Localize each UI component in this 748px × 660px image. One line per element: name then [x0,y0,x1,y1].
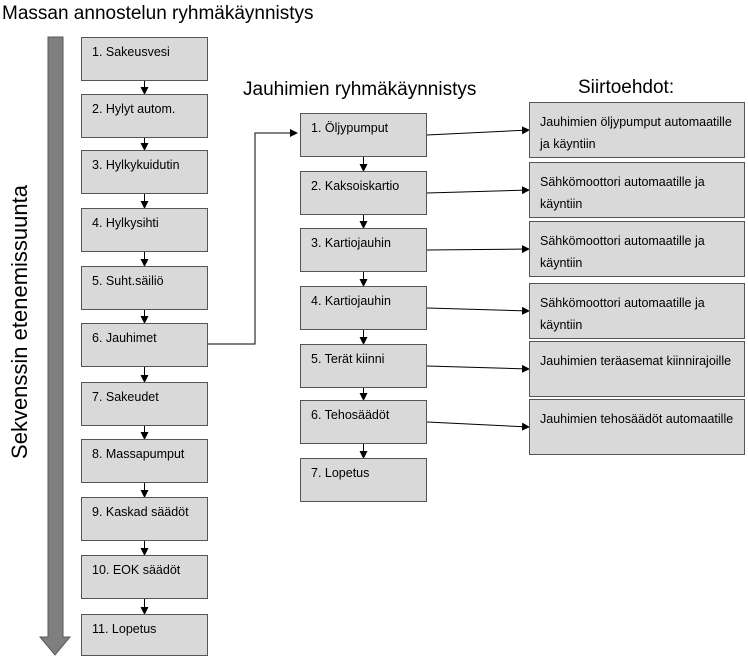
main-step-7: 7. Sakeudet [81,382,208,426]
transition-condition-5: Jauhimien teräasemat kiinnirajoille [529,341,745,397]
transition-condition-6: Jauhimien tehosäädöt automaatille [529,399,745,455]
transition-conditions-title: Siirtoehdot: [578,77,675,98]
transition-condition-1: Jauhimien öljypumput automaatille ja käy… [529,102,745,158]
transition-arrow [426,245,530,254]
main-step-11: 11. Lopetus [81,614,208,656]
transition-arrow [426,364,530,373]
diagram-title: Massan annostelun ryhmäkäynnistys [2,3,314,24]
main-step-3: 3. Hylkykuidutin [81,150,208,194]
transition-arrow [426,126,530,136]
main-step-4: 4. Hylkysihti [81,208,208,252]
main-step-5: 5. Suht.säiliö [81,266,208,310]
transition-arrow [426,306,530,315]
jauhimet-link-line [208,129,298,345]
sub-step-4: 4. Kartiojauhin [300,286,427,330]
sub-sequence-title: Jauhimien ryhmäkäynnistys [243,79,477,100]
sub-step-2: 2. Kaksoiskartio [300,171,427,215]
transition-condition-4: Sähkömoottori automaatille ja käyntiin [529,283,745,339]
sub-step-1: 1. Öljypumput [300,113,427,157]
main-step-1: 1. Sakeusvesi [81,37,208,81]
main-step-10: 10. EOK säädöt [81,555,208,599]
transition-arrow [426,421,530,431]
main-step-6: 6. Jauhimet [81,323,208,367]
main-step-8: 8. Massapumput [81,439,208,483]
sub-step-5: 5. Terät kiinni [300,344,427,388]
sequence-direction-arrow [38,36,72,656]
transition-condition-3: Sähkömoottori automaatille ja käyntiin [529,221,745,277]
sub-step-3: 3. Kartiojauhin [300,228,427,272]
main-step-9: 9. Kaskad säädöt [81,497,208,541]
transition-condition-2: Sähkömoottori automaatille ja käyntiin [529,162,745,218]
transition-arrow [426,186,530,195]
sub-step-6: 6. Tehosäädöt [300,400,427,444]
transition-arrows [426,126,530,431]
sub-step-7: 7. Lopetus [300,458,427,502]
main-step-2: 2. Hylyt autom. [81,94,208,138]
